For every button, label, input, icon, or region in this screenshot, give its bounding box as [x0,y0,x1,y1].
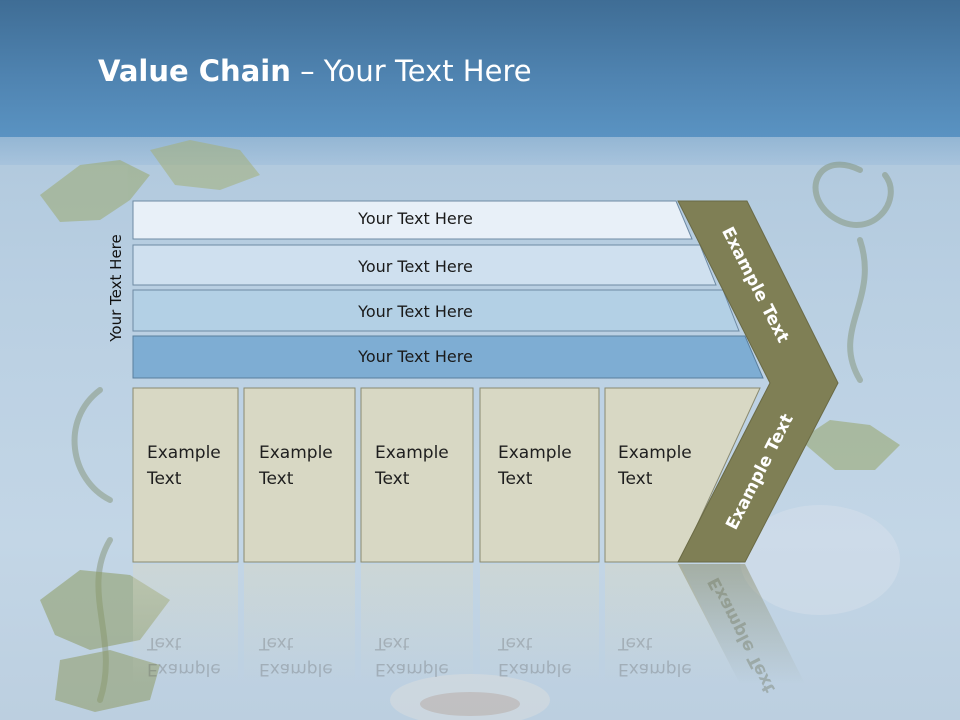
chevron-reflection [678,564,805,684]
box-1-text: Example Text [147,443,221,489]
chevron-arrow [677,200,839,563]
leaf-top-left [40,160,150,222]
box-5-text: Example Text [618,443,692,489]
leaf-top-mid [150,140,260,190]
page-title: Value Chain – Your Text Here [98,54,532,88]
box-4-reflection [480,564,599,684]
box-4-reflected-text: Example Text [498,633,572,679]
bar-2 [132,244,717,286]
box-1 [132,387,239,563]
bar-4 [132,335,764,379]
box-2 [243,387,356,563]
teapot-body [740,505,900,615]
bar-4-text: Your Text Here [358,347,473,366]
leaf-right [800,420,900,470]
box-1-reflected-text: Example Text [147,633,221,679]
box-3-reflected-text: Example Text [375,633,449,679]
teacup [390,674,550,720]
box-5-reflected-text: Example Text [618,633,692,679]
box-2-reflected-text: Example Text [259,633,333,679]
box-5-reflection [605,564,740,684]
box-1-reflection [133,564,238,684]
box-2-reflection [244,564,355,684]
header-band [0,0,960,137]
bar-1 [132,200,693,240]
bar-3-text: Your Text Here [358,302,473,321]
box-4-text: Example Text [498,443,572,489]
box-3-reflection [361,564,473,684]
title-rest: – Your Text Here [290,54,532,88]
box-4 [479,387,600,563]
bar-2-text: Your Text Here [358,257,473,276]
box-3-text: Example Text [375,443,449,489]
bar-3 [132,289,740,332]
box-2-text: Example Text [259,443,333,489]
box-3 [360,387,474,563]
title-bold: Value Chain [98,54,291,88]
bar-1-text: Your Text Here [358,209,473,228]
